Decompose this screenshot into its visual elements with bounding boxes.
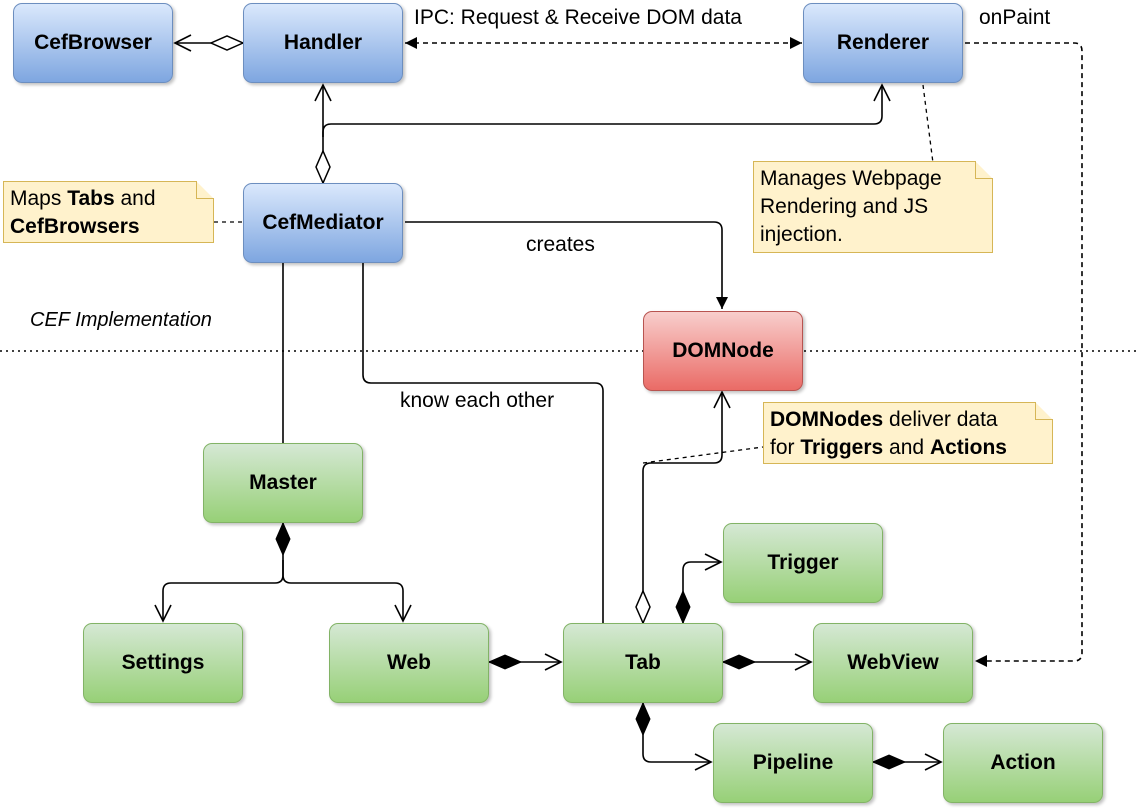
node-cefmediator[interactable]: CefMediator [243, 183, 403, 263]
note-domnode-text3: and [883, 436, 930, 459]
edge-renderer-note [922, 84, 934, 164]
edge-tab-pipeline [643, 703, 711, 762]
node-tab[interactable]: Tab [563, 623, 723, 703]
note-renderer-line2: Rendering and JS [760, 195, 929, 218]
note-domnode-text2: for [770, 436, 801, 459]
node-renderer[interactable]: Renderer [803, 3, 963, 83]
edge-master-web [282, 560, 412, 623]
note-renderer-line3: injection. [760, 223, 843, 246]
node-pipeline[interactable]: Pipeline [713, 723, 873, 803]
note-fold [196, 181, 214, 199]
node-webview[interactable]: WebView [813, 623, 973, 703]
note-domnode-bold3: Actions [929, 436, 1007, 459]
note-mediator-bold1: Tabs [67, 187, 115, 210]
note-renderer-line1: Manages Webpage [760, 167, 942, 190]
node-cefbrowser[interactable]: CefBrowser [13, 3, 173, 83]
node-trigger[interactable]: Trigger [723, 523, 883, 603]
note-mediator: Maps Tabs and CefBrowsers [3, 181, 214, 243]
node-master[interactable]: Master [203, 443, 363, 523]
node-web[interactable]: Web [329, 623, 489, 703]
node-domnode[interactable]: DOMNode [643, 311, 803, 391]
edge-master-settings [163, 523, 283, 621]
edge-tab-trigger [683, 562, 721, 623]
note-mediator-text1: Maps [10, 187, 68, 210]
note-renderer: Manages Webpage Rendering and JS injecti… [753, 161, 993, 253]
note-domnode-text1: deliver data [883, 408, 998, 431]
note-fold [1035, 402, 1053, 420]
label-creates: creates [526, 233, 595, 256]
edge-mediator-renderer [322, 83, 891, 137]
label-onpaint: onPaint [979, 6, 1051, 29]
note-mediator-bold2: CefBrowsers [10, 215, 140, 238]
edge-domnode-note [642, 446, 764, 464]
note-fold [975, 161, 993, 179]
edge-creates [405, 221, 728, 309]
edge-tab-domnode [643, 392, 722, 623]
edge-know-each-other [362, 263, 604, 623]
node-handler[interactable]: Handler [243, 3, 403, 83]
node-settings[interactable]: Settings [83, 623, 243, 703]
note-domnode-bold1: DOMNodes [770, 408, 884, 431]
note-domnode-bold2: Triggers [800, 436, 884, 459]
note-domnode: DOMNodes deliver data for Triggers and A… [763, 402, 1053, 464]
edge-onpaint [965, 42, 1083, 667]
label-ipc: IPC: Request & Receive DOM data [414, 6, 742, 29]
node-action[interactable]: Action [943, 723, 1103, 803]
label-know-each-other: know each other [400, 389, 555, 412]
note-mediator-text2: and [114, 187, 156, 210]
section-label-cef-implementation: CEF Implementation [30, 309, 212, 331]
